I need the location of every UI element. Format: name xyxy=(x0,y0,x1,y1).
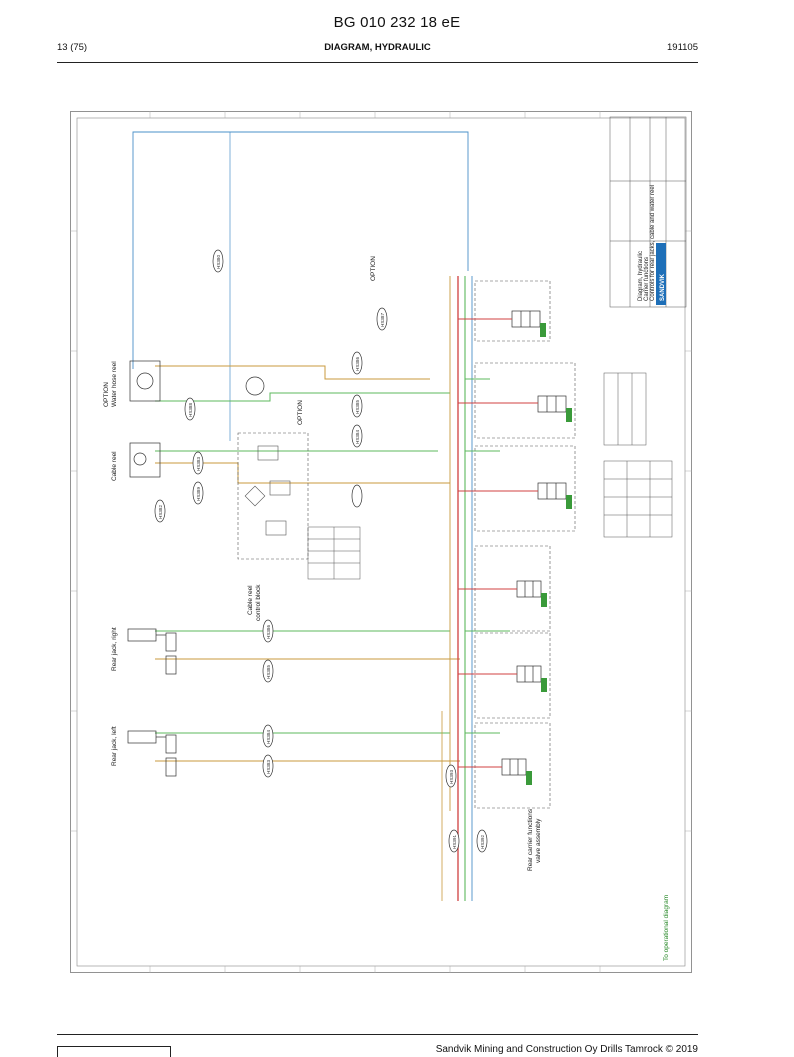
valve-spools xyxy=(501,310,567,776)
document-number: BG 010 232 18 eE xyxy=(333,14,461,31)
title-block-text: SANDVIK Diagram, hydraulic Carrier funct… xyxy=(638,185,666,301)
label-cable-reel-block-1: Cable reel xyxy=(247,585,254,615)
svg-text:HS393: HS393 xyxy=(449,770,454,784)
label-rear-carrier-1: Rear carrier functions xyxy=(527,808,534,871)
cable-reel-symbol xyxy=(129,442,161,478)
label-rear-carrier-2: valve assembly xyxy=(535,818,542,863)
hydraulic-diagram-sheet: Water hose reel OPTION OPTION OPTION Cab… xyxy=(70,111,692,973)
title-line-3: Controls for rear jacks, cable and water… xyxy=(650,185,656,301)
sandvik-footer-logo xyxy=(57,1046,171,1057)
cable-reel-control-block xyxy=(237,432,309,560)
svg-text:HS383: HS383 xyxy=(196,457,201,471)
svg-text:HS385: HS385 xyxy=(355,400,360,414)
label-option-right: OPTION xyxy=(370,256,377,281)
rear-jack-left-symbol xyxy=(127,730,177,777)
label-rear-jack-left: Rear jack, left xyxy=(111,726,118,766)
svg-text:HS384: HS384 xyxy=(266,730,271,744)
svg-text:HS391: HS391 xyxy=(452,835,457,849)
hydraulic-diagram: Water hose reel OPTION OPTION OPTION Cab… xyxy=(70,111,692,973)
sandvik-logo-bar xyxy=(656,243,666,305)
sheet-inner-frame xyxy=(76,117,686,967)
svg-text:HS382: HS382 xyxy=(158,505,163,519)
label-cable-reel: Cable reel xyxy=(111,451,118,481)
svg-text:HS384: HS384 xyxy=(355,430,360,444)
label-to-operational: To operational diagram xyxy=(663,895,670,961)
document-date: 191105 xyxy=(667,42,698,53)
frame-ticks xyxy=(70,111,692,973)
hose-tags xyxy=(154,249,488,853)
hose-tag-labels: HS388 HS383 HS389 HS386 HS385 HS384 HS38… xyxy=(158,255,485,849)
title-line-1: Diagram, hydraulic xyxy=(638,251,644,301)
svg-text:HS385: HS385 xyxy=(266,665,271,679)
page-header: 13 (75) DIAGRAM, HYDRAULIC 191105 xyxy=(57,42,698,56)
svg-text:HS388: HS388 xyxy=(188,403,193,417)
title-brand: SANDVIK xyxy=(660,273,666,301)
parameter-tables xyxy=(307,372,673,580)
title-line-2: Carrier functions xyxy=(644,257,650,301)
svg-text:HS386: HS386 xyxy=(266,625,271,639)
pilot-line-blue xyxy=(132,131,469,369)
footer-rule xyxy=(57,1034,698,1035)
label-option-mid: OPTION xyxy=(297,400,304,425)
sheet-outer-frame xyxy=(70,111,692,973)
header-rule xyxy=(57,62,698,63)
label-water-hose-reel: Water hose reel xyxy=(111,361,118,407)
svg-text:HS386: HS386 xyxy=(355,357,360,371)
svg-text:HS387: HS387 xyxy=(380,313,385,327)
footer-copyright: Sandvik Mining and Construction Oy Drill… xyxy=(435,1044,698,1055)
water-hose-reel-symbol xyxy=(129,360,265,402)
valve-modules xyxy=(474,280,576,809)
label-rear-jack-right: Rear jack, right xyxy=(111,627,118,671)
rear-jack-right-symbol xyxy=(127,628,177,675)
svg-text:HS380: HS380 xyxy=(216,255,221,269)
page-number: 13 (75) xyxy=(57,42,88,53)
svg-text:HS383: HS383 xyxy=(266,760,271,774)
svg-text:HS389: HS389 xyxy=(196,487,201,501)
section-title: DIAGRAM, HYDRAULIC xyxy=(324,42,431,53)
svg-text:HS392: HS392 xyxy=(480,835,485,849)
solenoid-markers xyxy=(526,323,572,785)
label-cable-reel-block-2: control block xyxy=(255,584,262,621)
label-option-top: OPTION xyxy=(103,382,110,407)
